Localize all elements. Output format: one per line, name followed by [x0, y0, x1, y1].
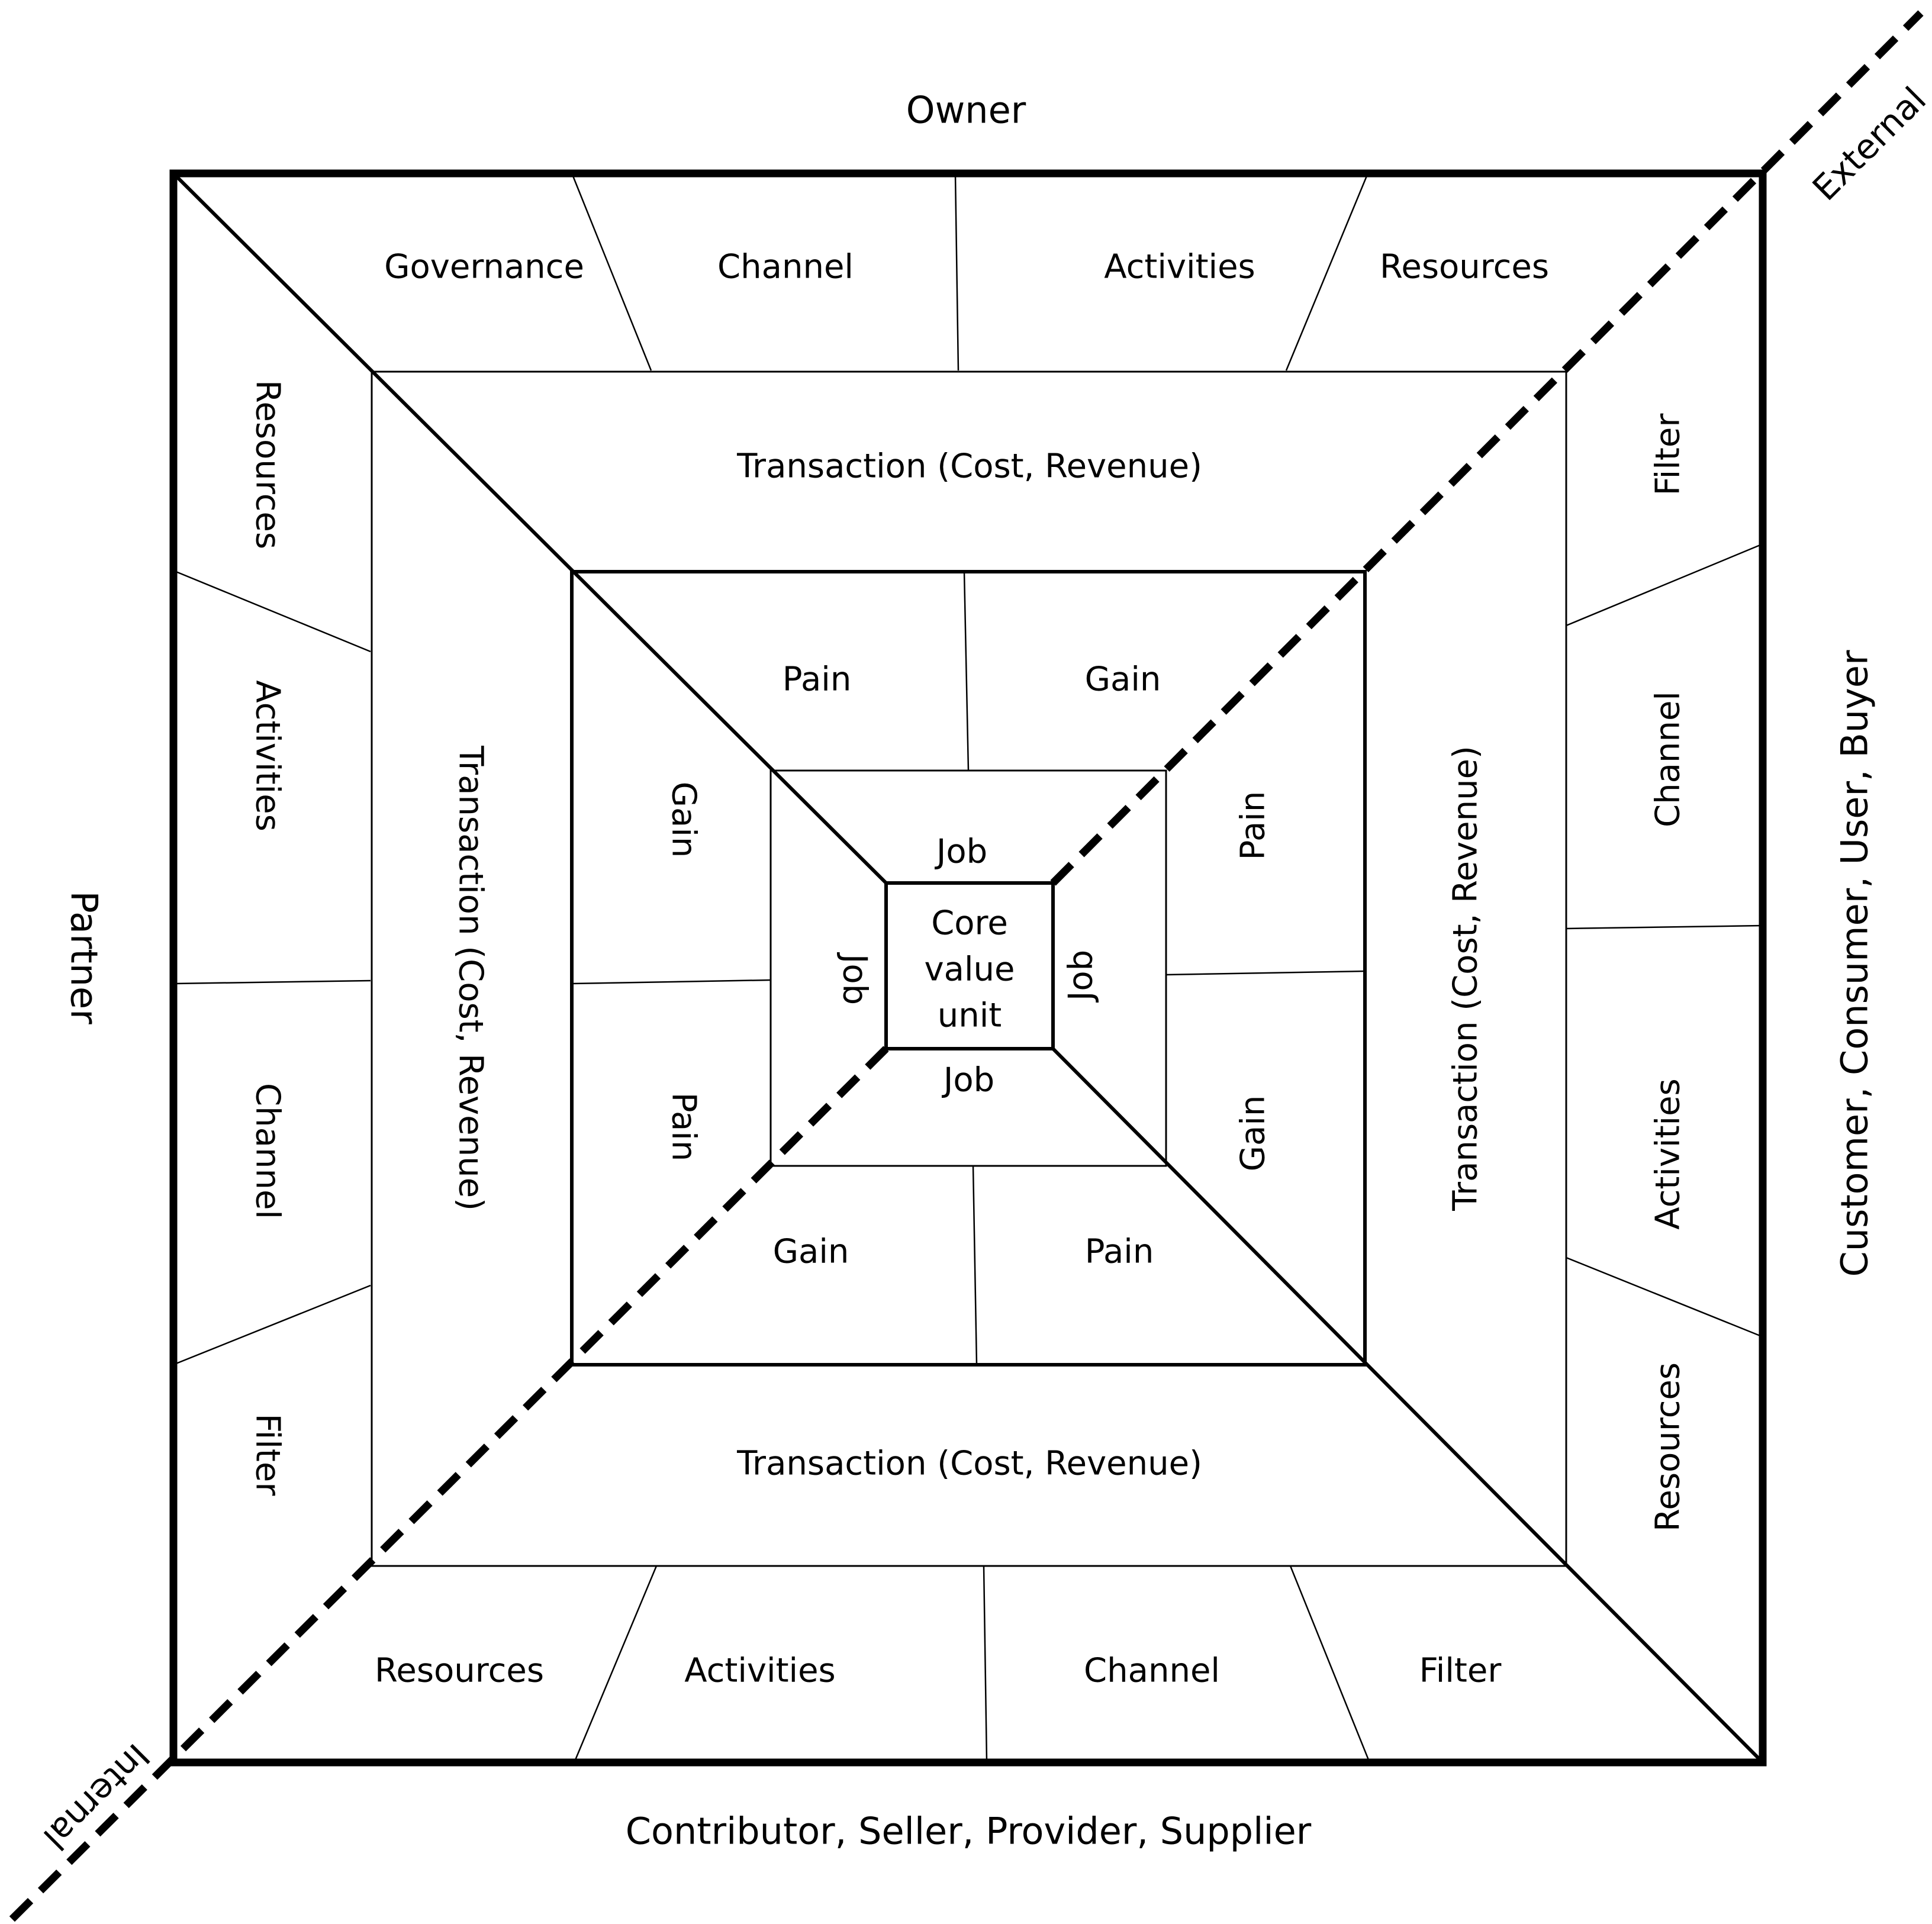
transaction-top: Transaction (Cost, Revenue) — [736, 447, 1202, 486]
outer-right-activities: Activities — [1649, 1078, 1688, 1229]
job-right: Job — [1062, 950, 1100, 1003]
role-partner-label: Partner — [63, 891, 106, 1024]
outer-right-resources: Resources — [1649, 1362, 1688, 1532]
dashed-diagonal-lower — [8, 1046, 889, 1923]
outer-bottom-resources: Resources — [375, 1652, 544, 1690]
solid-diagonal-top-left — [172, 172, 888, 885]
divider — [954, 174, 959, 371]
value-bottom-pain: Pain — [1085, 1233, 1154, 1271]
divider — [1566, 543, 1762, 627]
value-top-pain: Pain — [783, 660, 852, 699]
role-contributor-label: Contributor, Seller, Provider, Supplier — [626, 1810, 1312, 1853]
transaction-left: Transaction (Cost, Revenue) — [452, 745, 490, 1211]
external-internal-boundary — [8, 10, 1924, 1923]
outer-square — [169, 169, 1767, 1767]
outer-top-governance: Governance — [384, 248, 584, 286]
divider — [963, 571, 970, 771]
outer-right-filter: Filter — [1649, 413, 1688, 496]
value-square — [570, 570, 1367, 1367]
frame-lines — [169, 169, 1767, 1767]
outer-top-activities: Activities — [1104, 248, 1255, 286]
dashed-diagonal-upper — [1050, 10, 1924, 886]
transaction-right: Transaction (Cost, Revenue) — [1447, 746, 1485, 1211]
core-box — [884, 881, 1055, 1050]
transaction-square — [371, 370, 1567, 1567]
divider — [1289, 1565, 1370, 1762]
value-right-gain: Gain — [1234, 1095, 1273, 1172]
outer-left-filter: Filter — [249, 1414, 287, 1497]
core-line-1: Core — [931, 904, 1008, 943]
divider — [983, 1565, 988, 1762]
value-left-gain: Gain — [665, 782, 703, 858]
core-line-3: unit — [938, 997, 1002, 1035]
value-bottom-gain: Gain — [773, 1233, 849, 1271]
outer-right-channel: Channel — [1649, 691, 1688, 827]
divider — [972, 1165, 978, 1365]
outer-top-resources: Resources — [1380, 248, 1549, 286]
role-owner-label: Owner — [906, 89, 1026, 132]
value-right-pain: Pain — [1234, 791, 1273, 861]
divider — [574, 1565, 658, 1762]
divider — [571, 979, 771, 985]
outer-left-resources: Resources — [249, 380, 287, 549]
divider — [1566, 924, 1762, 930]
job-left: Job — [836, 952, 874, 1005]
divider — [1285, 174, 1368, 371]
job-bottom: Job — [942, 1061, 994, 1100]
outer-bottom-filter: Filter — [1419, 1652, 1502, 1690]
divider — [174, 1284, 371, 1365]
outer-left-channel: Channel — [249, 1083, 287, 1219]
divider — [571, 174, 652, 371]
divider — [1165, 970, 1366, 976]
value-left-pain: Pain — [665, 1092, 703, 1162]
outer-left-activities: Activities — [249, 680, 287, 831]
transaction-bottom: Transaction (Cost, Revenue) — [736, 1445, 1202, 1483]
divider — [174, 570, 371, 653]
solid-diagonal-bottom-right — [1051, 1047, 1764, 1764]
divider — [174, 979, 371, 985]
outer-bottom-channel: Channel — [1084, 1652, 1220, 1690]
value-top-gain: Gain — [1085, 660, 1161, 699]
core-line-2: value — [925, 950, 1015, 989]
external-label: External — [1805, 79, 1932, 208]
outer-top-channel: Channel — [717, 248, 854, 286]
role-customer-label: Customer, Consumer, User, Buyer — [1833, 650, 1876, 1277]
divider — [1566, 1256, 1762, 1338]
outer-bottom-activities: Activities — [684, 1652, 835, 1690]
job-top: Job — [935, 833, 987, 871]
